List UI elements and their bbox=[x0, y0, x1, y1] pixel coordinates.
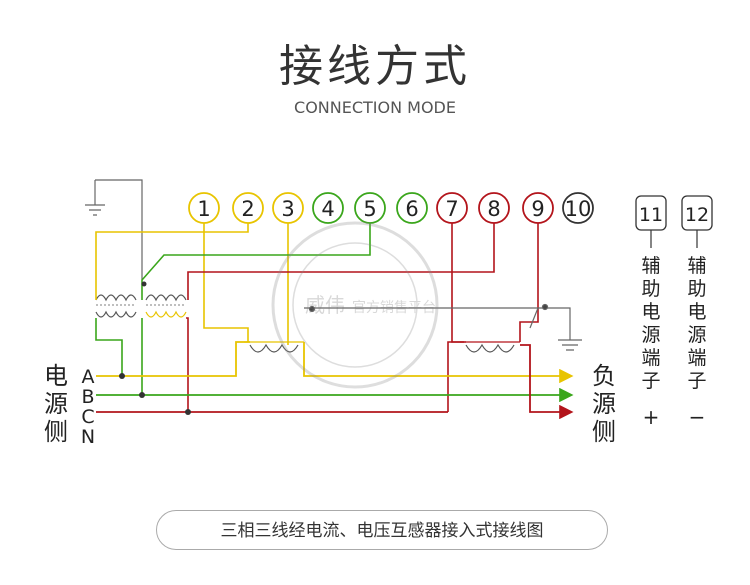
aux-terminal-text: 源 bbox=[641, 324, 660, 346]
terminal-10: 10 bbox=[562, 192, 594, 224]
wire-phase-a-voltage bbox=[95, 222, 289, 345]
terminal-4: 4 bbox=[312, 192, 344, 224]
current-transformer-a bbox=[244, 341, 304, 353]
aux-terminal-text: 电 bbox=[687, 301, 706, 323]
page-subtitle: CONNECTION MODE bbox=[294, 98, 456, 117]
terminal-label: 10 bbox=[565, 197, 592, 221]
wire-phase-b-voltage bbox=[95, 222, 371, 395]
aux-terminal-text: 端 bbox=[687, 347, 706, 369]
terminal-label: 1 bbox=[197, 197, 210, 221]
aux-terminal-text: 辅 bbox=[687, 255, 706, 277]
aux-terminal-sign: − bbox=[689, 405, 706, 429]
watermark-seal: 威伟 官方销售平台 bbox=[271, 221, 439, 389]
svg-text:源: 源 bbox=[44, 390, 68, 418]
junction-dot bbox=[119, 373, 125, 379]
terminal-label: 5 bbox=[363, 197, 376, 221]
junction-dot bbox=[139, 392, 145, 398]
svg-text:电: 电 bbox=[44, 362, 68, 390]
phase-line-a bbox=[96, 341, 574, 384]
terminal-2: 2 bbox=[232, 192, 264, 224]
aux-terminal-text: 源 bbox=[687, 324, 706, 346]
terminal-row: 1 2 3 4 5 6 7 8 9 10 bbox=[188, 192, 594, 224]
load-side-label: 负源侧 bbox=[592, 362, 616, 446]
aux-terminal-text: 助 bbox=[687, 278, 706, 300]
terminal-label: 9 bbox=[531, 197, 544, 221]
aux-terminal-text: 电 bbox=[641, 301, 660, 323]
svg-text:侧: 侧 bbox=[592, 418, 616, 446]
source-side-label: 电源侧 bbox=[44, 362, 68, 446]
svg-text:源: 源 bbox=[592, 390, 616, 418]
junction-dot bbox=[185, 409, 191, 415]
terminal-9: 9 bbox=[522, 192, 554, 224]
terminal-6: 6 bbox=[396, 192, 428, 224]
phase-label-A: A bbox=[82, 366, 95, 388]
terminal-label: 4 bbox=[321, 197, 334, 221]
svg-text:威伟: 威伟 bbox=[305, 293, 345, 317]
voltage-transformer bbox=[95, 294, 187, 318]
aux-terminal-text: 助 bbox=[641, 278, 660, 300]
junction-dot bbox=[141, 281, 147, 287]
terminal-7: 7 bbox=[436, 192, 468, 224]
aux-terminal-text: 端 bbox=[641, 347, 660, 369]
aux-terminal-text: 子 bbox=[687, 370, 706, 392]
phase-line-c bbox=[96, 344, 574, 420]
terminal-label: 2 bbox=[241, 197, 254, 221]
aux-terminal-text: 辅 bbox=[641, 255, 660, 277]
svg-text:负: 负 bbox=[592, 362, 616, 390]
wire-phase-c-voltage bbox=[186, 222, 495, 412]
terminal-label: 7 bbox=[445, 197, 458, 221]
phase-label-C: C bbox=[81, 406, 94, 428]
terminal-label: 3 bbox=[281, 197, 294, 221]
diagram-caption: 三相三线经电流、电压互感器接入式接线图 bbox=[156, 510, 608, 550]
terminal-5: 5 bbox=[354, 192, 386, 224]
terminal-8: 8 bbox=[478, 192, 510, 224]
terminal-label: 6 bbox=[405, 197, 418, 221]
phase-label-B: B bbox=[81, 386, 94, 408]
svg-text:官方销售平台: 官方销售平台 bbox=[352, 300, 436, 316]
page-title: 接线方式 bbox=[279, 41, 471, 92]
aux-terminal-label: 11 bbox=[639, 204, 663, 226]
svg-text:侧: 侧 bbox=[44, 418, 68, 446]
ground-icon-left bbox=[85, 179, 143, 280]
aux-terminal-sign: + bbox=[643, 405, 660, 429]
terminal-1: 1 bbox=[188, 192, 220, 224]
ct-common-line bbox=[304, 303, 582, 351]
phase-label-N: N bbox=[81, 426, 95, 448]
aux-terminal-text: 子 bbox=[641, 370, 660, 392]
current-transformer-c bbox=[460, 341, 520, 353]
terminal-label: 8 bbox=[487, 197, 500, 221]
wire-phase-c-current bbox=[447, 222, 539, 412]
aux-terminal-label: 12 bbox=[685, 204, 709, 226]
terminal-3: 3 bbox=[272, 192, 304, 224]
